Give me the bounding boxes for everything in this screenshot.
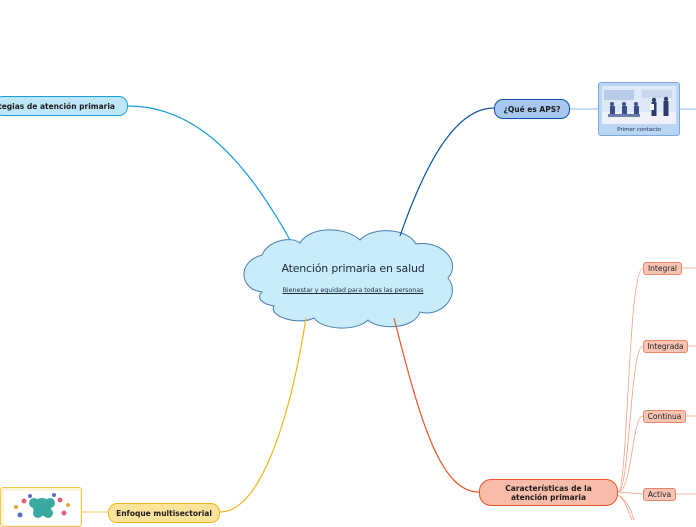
central-topic[interactable]: Atención primaria en salud Bienestar y e… [245, 262, 461, 294]
card-primer-contacto[interactable]: Primer contacto [598, 82, 680, 136]
branch-estrategias[interactable]: Estrategias de atención primaria [0, 96, 128, 116]
item-continua[interactable]: Continua [643, 410, 686, 423]
item-integrada-label: Integrada [647, 342, 684, 351]
link-que-es [399, 107, 495, 237]
link-estrategias [127, 105, 291, 241]
branch-enfoque-label: Enfoque multisectorial [116, 508, 212, 518]
branch-que-es[interactable]: ¿Qué es APS? [494, 99, 570, 119]
enfoque-illustration [4, 491, 80, 525]
central-subtitle[interactable]: Bienestar y equidad para todas las perso… [282, 286, 424, 294]
item-integral[interactable]: Integral [643, 262, 682, 275]
link-enfoque [219, 317, 307, 513]
item-activa[interactable]: Activa [643, 488, 676, 501]
branch-caracteristicas[interactable]: Características de la atención primaria [479, 479, 618, 506]
card-primer-contacto-caption: Primer contacto [617, 127, 661, 133]
item-integral-label: Integral [647, 264, 678, 273]
caracteristicas-subconnectors [617, 267, 696, 520]
central-title: Atención primaria en salud [281, 262, 425, 275]
card-enfoque-image[interactable] [0, 487, 82, 527]
item-integrada[interactable]: Integrada [643, 340, 688, 353]
branch-estrategias-label: Estrategias de atención primaria [0, 101, 115, 111]
item-activa-label: Activa [647, 490, 672, 499]
link-caracteristicas [393, 317, 480, 493]
primer-contacto-illustration [602, 86, 676, 124]
branch-caracteristicas-label: Características de la atención primaria [505, 483, 592, 502]
branch-enfoque[interactable]: Enfoque multisectorial [108, 503, 220, 523]
item-continua-label: Continua [647, 412, 682, 421]
branch-que-es-label: ¿Qué es APS? [503, 104, 561, 114]
